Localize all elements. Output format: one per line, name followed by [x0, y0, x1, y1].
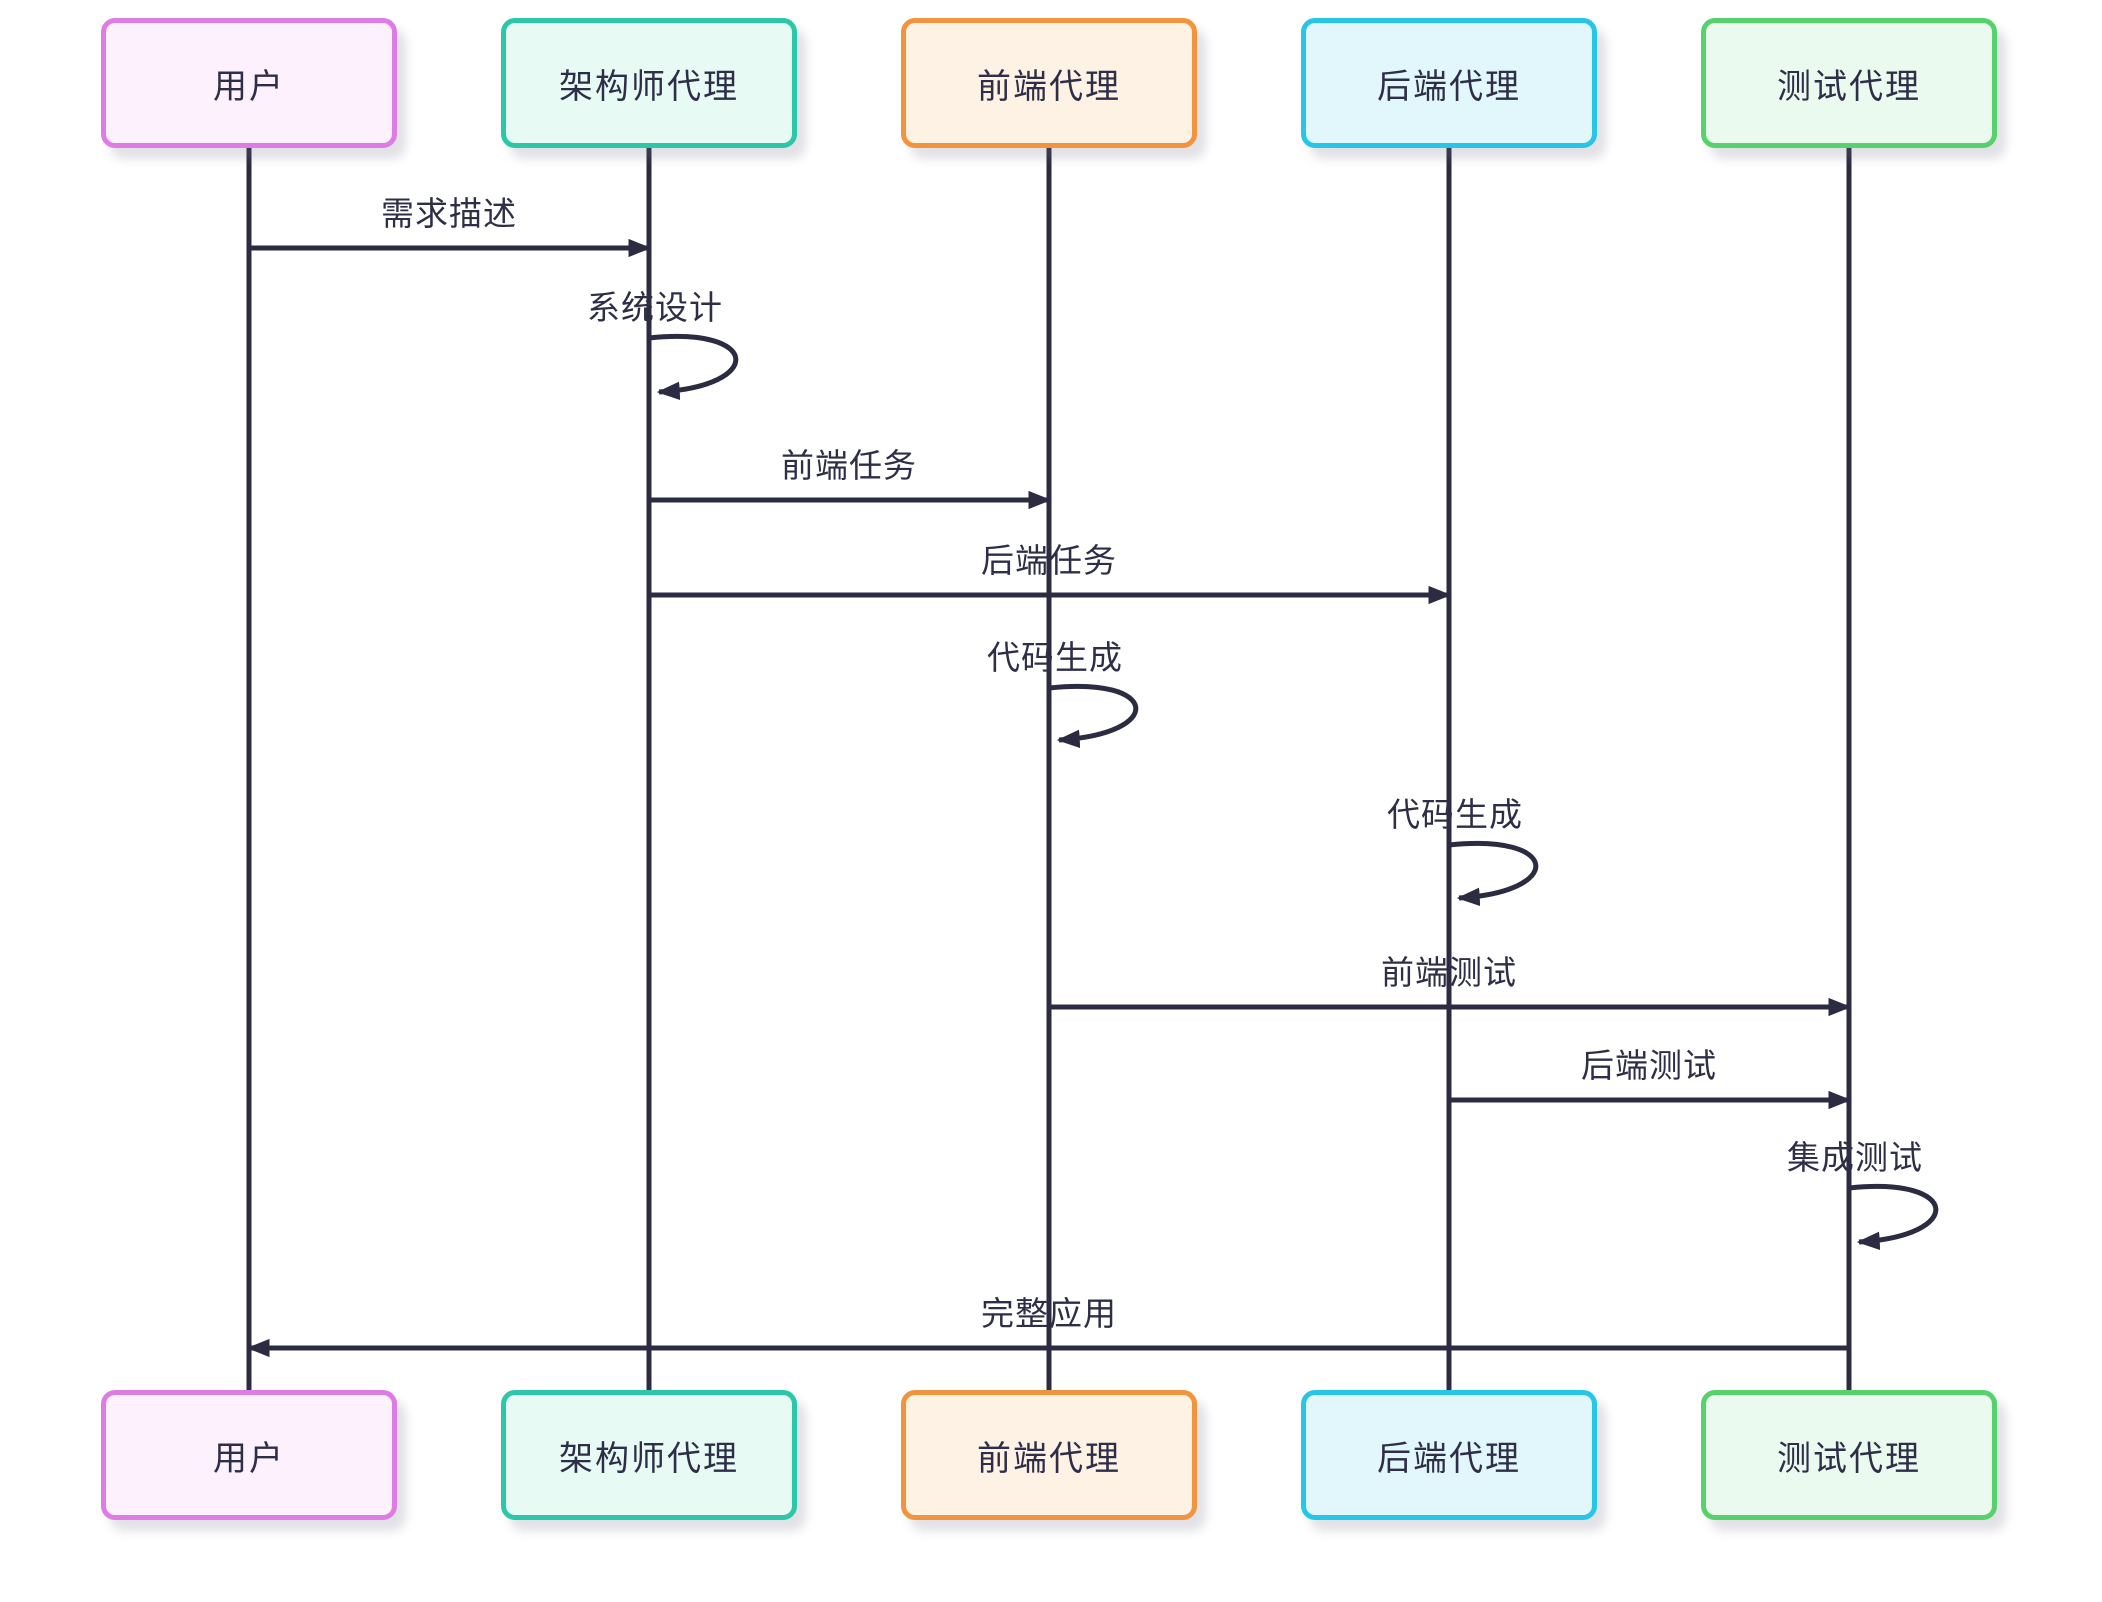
- message-label-frontend-codegen: 代码生成: [987, 639, 1123, 676]
- actor-label: 架构师代理: [559, 67, 739, 106]
- actor-label: 测试代理: [1777, 67, 1921, 106]
- message-label-backend-codegen: 代码生成: [1387, 796, 1523, 833]
- actor-label: 后端代理: [1377, 67, 1521, 106]
- actor-label: 用户: [213, 1439, 285, 1478]
- actor-label: 前端代理: [977, 67, 1121, 106]
- actor-label: 前端代理: [977, 1439, 1121, 1478]
- message-label-frontend-test: 前端测试: [1381, 954, 1517, 991]
- message-label-backend-task: 后端任务: [981, 542, 1117, 579]
- actor-box-test-top: 测试代理: [1701, 18, 1997, 148]
- actor-box-architect-bottom: 架构师代理: [501, 1390, 797, 1520]
- message-label-backend-test: 后端测试: [1581, 1047, 1717, 1084]
- self-loop-8: [1848, 1184, 1939, 1251]
- actor-label: 用户: [213, 67, 285, 106]
- actor-box-backend-top: 后端代理: [1301, 18, 1597, 148]
- message-label-integration-test: 集成测试: [1787, 1139, 1923, 1176]
- actor-label: 测试代理: [1777, 1439, 1921, 1478]
- message-label-requirement: 需求描述: [381, 195, 517, 232]
- actor-box-test-bottom: 测试代理: [1701, 1390, 1997, 1520]
- self-loop-1: [648, 334, 739, 401]
- message-label-complete-app: 完整应用: [981, 1295, 1117, 1332]
- actor-box-frontend-top: 前端代理: [901, 18, 1197, 148]
- actor-box-frontend-bottom: 前端代理: [901, 1390, 1197, 1520]
- actor-box-backend-bottom: 后端代理: [1301, 1390, 1597, 1520]
- self-loop-4: [1048, 683, 1139, 749]
- actor-box-user-top: 用户: [101, 18, 397, 148]
- actor-box-user-bottom: 用户: [101, 1390, 397, 1520]
- actor-label: 架构师代理: [559, 1439, 739, 1478]
- actor-label: 后端代理: [1377, 1439, 1521, 1478]
- self-loop-5: [1448, 841, 1539, 907]
- message-label-frontend-task: 前端任务: [781, 447, 917, 484]
- message-label-system-design: 系统设计: [587, 289, 723, 326]
- actor-box-architect-top: 架构师代理: [501, 18, 797, 148]
